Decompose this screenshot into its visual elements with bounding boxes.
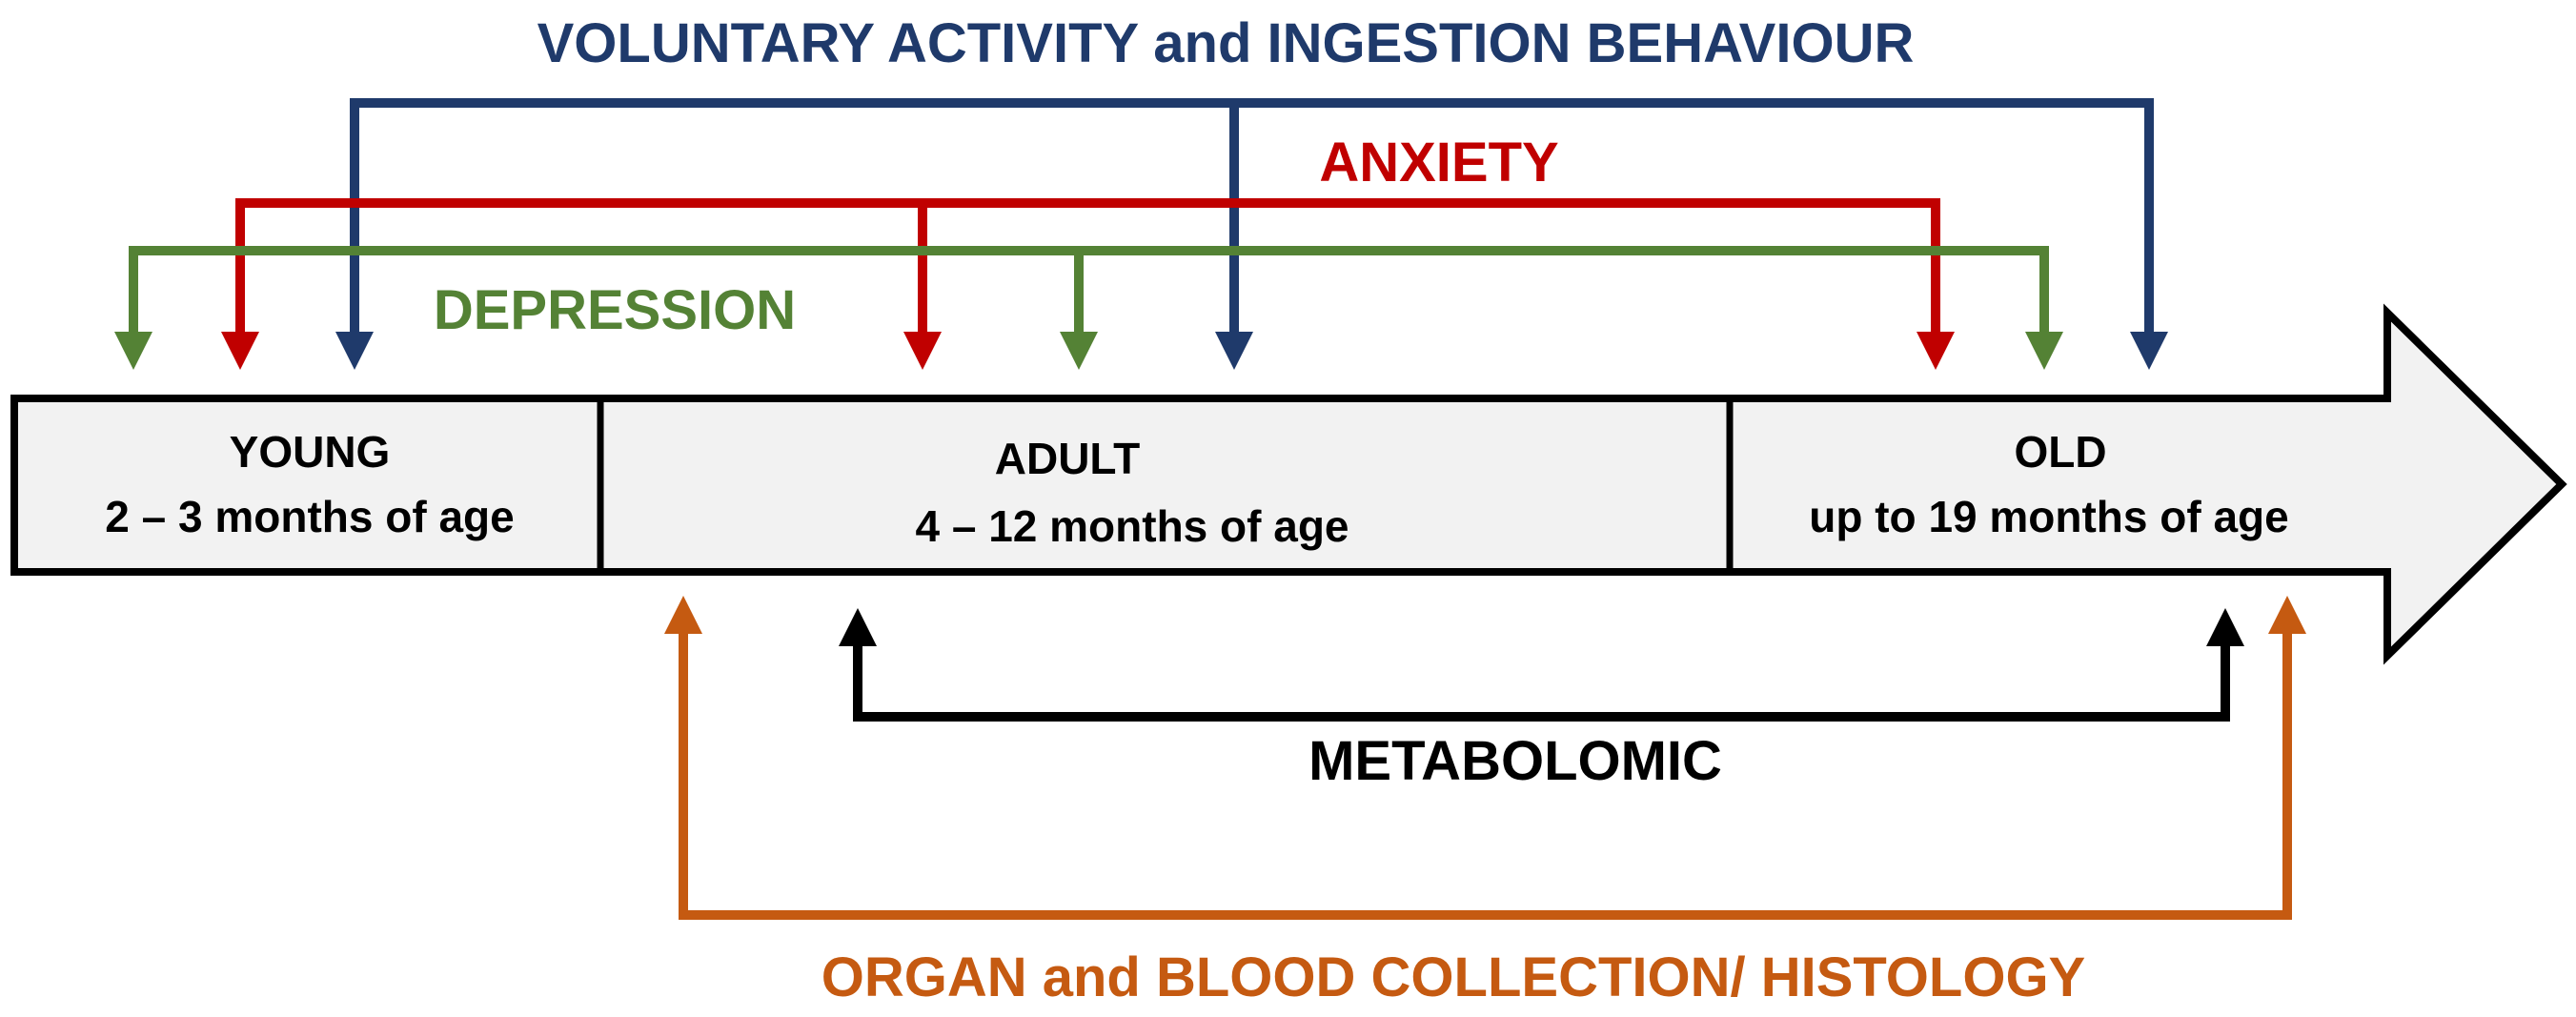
timeline-arrow-shape <box>10 303 2567 665</box>
voluntary-arrowheads <box>335 332 2168 370</box>
old-range: up to 19 months of age <box>1809 492 2288 541</box>
old-label: OLD <box>2014 427 2106 477</box>
voluntary-arrowhead-adult <box>1215 332 1253 370</box>
depression-arrowhead-old <box>2025 332 2063 370</box>
organ-arrowhead-old <box>2268 596 2306 634</box>
anxiety-arrowhead-young <box>221 332 259 370</box>
organ-arrowhead-adult <box>664 596 702 634</box>
organ-bracket-line <box>679 632 2292 920</box>
depression-bracket <box>129 246 2049 334</box>
anxiety-label: ANXIETY <box>1319 132 1558 193</box>
voluntary-arrowhead-young <box>335 332 374 370</box>
adult-range: 4 – 12 months of age <box>915 501 1349 551</box>
anxiety-arrowhead-adult <box>903 332 942 370</box>
anxiety-arrowhead-old <box>1917 332 1955 370</box>
depression-bracket-line <box>129 246 2049 334</box>
organ-collection-bracket <box>679 632 2292 920</box>
anxiety-bracket <box>235 198 1940 334</box>
metabolomic-bracket-line <box>853 644 2230 722</box>
voluntary-bracket-line <box>350 98 2154 334</box>
voluntary-arrowhead-old <box>2130 332 2168 370</box>
metabolomic-label: METABOLOMIC <box>1308 730 1722 792</box>
young-range: 2 – 3 months of age <box>105 492 514 541</box>
organ-arrowheads <box>664 596 2306 634</box>
organ-collection-label: ORGAN and BLOOD COLLECTION/ HISTOLOGY <box>821 946 2086 1008</box>
depression-arrowheads <box>114 332 2063 370</box>
timeline-arrow <box>10 303 2567 665</box>
anxiety-arrowheads <box>221 332 1955 370</box>
young-label: YOUNG <box>230 427 391 477</box>
metabolomic-arrowheads <box>839 608 2244 646</box>
depression-arrowhead-young <box>114 332 152 370</box>
voluntary-activity-bracket <box>350 98 2154 334</box>
metabolomic-bracket <box>853 644 2230 722</box>
depression-label: DEPRESSION <box>434 279 796 341</box>
voluntary-activity-label: VOLUNTARY ACTIVITY and INGESTION BEHAVIO… <box>538 12 1915 74</box>
anxiety-bracket-line <box>235 198 1940 334</box>
metabolomic-arrowhead-old <box>2206 608 2244 646</box>
adult-label: ADULT <box>995 434 1140 483</box>
metabolomic-arrowhead-adult <box>839 608 877 646</box>
depression-arrowhead-adult <box>1060 332 1098 370</box>
